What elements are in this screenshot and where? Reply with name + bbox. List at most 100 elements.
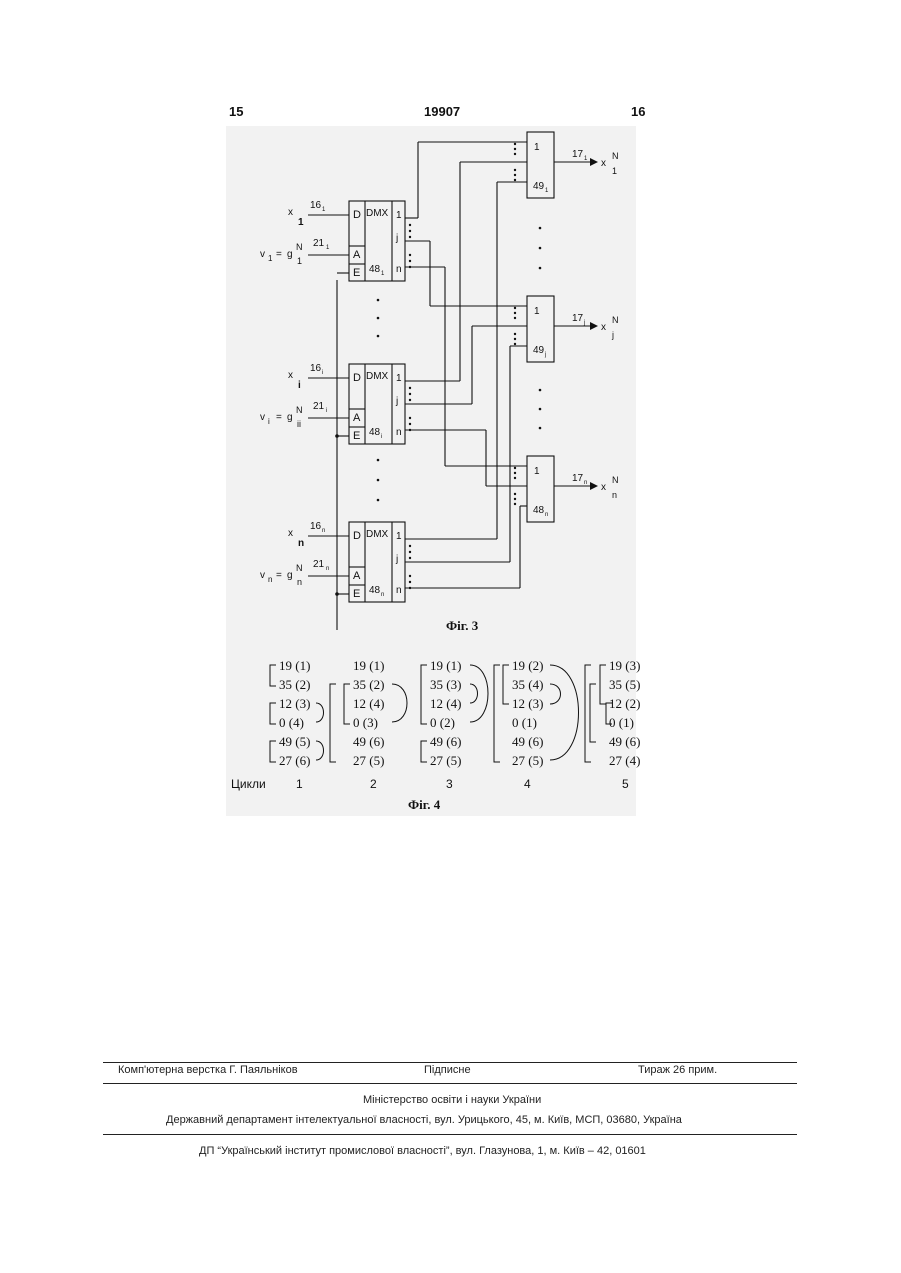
permutation-entry: 0 (1) bbox=[512, 715, 537, 730]
demux-out-j: j bbox=[395, 233, 398, 244]
input-v-subscript: 1 bbox=[268, 254, 273, 263]
cycle-number: 4 bbox=[524, 777, 531, 791]
pin-dot bbox=[409, 557, 411, 559]
demux-number-subscript: n bbox=[381, 592, 384, 598]
input-x-subscript: 1 bbox=[298, 217, 304, 228]
or-pin-dot bbox=[514, 312, 516, 314]
output-x-superscript: N bbox=[612, 151, 619, 161]
input-v-subscript: i bbox=[268, 417, 270, 426]
permutation-entry: 12 (3) bbox=[279, 696, 310, 711]
or-pin-dot bbox=[514, 503, 516, 505]
demux-number: 48 bbox=[369, 585, 381, 596]
permutation-entry: 19 (1) bbox=[353, 658, 384, 673]
footer-signed: Підписне bbox=[424, 1064, 471, 1076]
permutation-entry: 49 (6) bbox=[430, 734, 461, 749]
ref-17: 17 bbox=[572, 473, 584, 484]
ref-16: 16 bbox=[310, 521, 322, 532]
permutation-entry: 12 (2) bbox=[609, 696, 640, 711]
or-pin-dot bbox=[514, 148, 516, 150]
demux-number: 48 bbox=[369, 427, 381, 438]
input-x-label: x bbox=[288, 370, 293, 381]
ref-16: 16 bbox=[310, 200, 322, 211]
input-g-subscript: n bbox=[297, 577, 302, 587]
permutation-entry: 19 (1) bbox=[279, 658, 310, 673]
permutation-entry: 0 (4) bbox=[279, 715, 304, 730]
cycle-number: 1 bbox=[296, 777, 303, 791]
or-pin-dot bbox=[514, 143, 516, 145]
figure-4-caption: Фіг. 4 bbox=[408, 797, 441, 812]
or-pin-dot bbox=[514, 169, 516, 171]
permutation-entry: 35 (2) bbox=[279, 677, 310, 692]
footer-ministry: Міністерство освіти і науки України bbox=[363, 1094, 541, 1106]
ref-21: 21 bbox=[313, 401, 325, 412]
footer-typesetter: Комп'ютерна верстка Г. Паяльніков bbox=[118, 1064, 298, 1076]
ref-16: 16 bbox=[310, 363, 322, 374]
input-g-subscript: ii bbox=[297, 419, 301, 429]
or-pin-dot bbox=[514, 307, 516, 309]
pin-dot bbox=[409, 387, 411, 389]
permutation-entry: 35 (3) bbox=[430, 677, 461, 692]
or-pin-dot bbox=[514, 477, 516, 479]
output-x-superscript: N bbox=[612, 315, 619, 325]
demux-out-n: n bbox=[396, 427, 402, 438]
permutation-entry: 12 (4) bbox=[430, 696, 461, 711]
pin-dot bbox=[409, 393, 411, 395]
ellipsis-dot bbox=[377, 335, 380, 338]
input-v-label: v bbox=[260, 570, 265, 581]
output-x-subscript: 1 bbox=[612, 166, 617, 176]
input-x-subscript: n bbox=[298, 538, 304, 549]
or-pin-dot bbox=[514, 317, 516, 319]
demux-label: DMX bbox=[366, 529, 389, 540]
footer-rule-bottom bbox=[103, 1134, 797, 1135]
input-g-superscript: N bbox=[296, 563, 303, 573]
or-pin-dot bbox=[514, 467, 516, 469]
permutation-entry: 35 (2) bbox=[353, 677, 384, 692]
demux-out-1: 1 bbox=[396, 210, 402, 221]
output-x-subscript: n bbox=[612, 490, 617, 500]
demux-out-j: j bbox=[395, 554, 398, 565]
demux-pin-a: A bbox=[353, 570, 361, 582]
or-number: 48 bbox=[533, 505, 545, 516]
demux-pin-d: D bbox=[353, 209, 361, 221]
demux-pin-a: A bbox=[353, 412, 361, 424]
ref-21: 21 bbox=[313, 559, 325, 570]
input-v-subscript: n bbox=[268, 575, 272, 584]
output-x-subscript: j bbox=[611, 330, 614, 340]
footer-institute: ДП “Український інститут промислової вла… bbox=[199, 1145, 646, 1157]
permutation-entry: 12 (4) bbox=[353, 696, 384, 711]
permutation-entry: 27 (5) bbox=[512, 753, 543, 768]
pin-dot bbox=[409, 581, 411, 583]
permutation-entry: 27 (5) bbox=[430, 753, 461, 768]
permutation-entry: 27 (6) bbox=[279, 753, 310, 768]
ref-17-subscript: n bbox=[584, 480, 587, 486]
or-label: 1 bbox=[534, 142, 540, 153]
demux-pin-e: E bbox=[353, 267, 360, 279]
permutation-entry: 19 (1) bbox=[430, 658, 461, 673]
or-pin-dot bbox=[514, 498, 516, 500]
ref-16-subscript: n bbox=[322, 528, 325, 534]
demux-out-1: 1 bbox=[396, 373, 402, 384]
ref-16-subscript: i bbox=[322, 370, 323, 376]
ellipsis-dot bbox=[539, 389, 542, 392]
ellipsis-dot bbox=[539, 267, 542, 270]
or-number: 49 bbox=[533, 181, 545, 192]
pin-dot bbox=[409, 224, 411, 226]
input-g-superscript: N bbox=[296, 242, 303, 252]
or-pin-dot bbox=[514, 174, 516, 176]
pin-dot bbox=[409, 575, 411, 577]
footer-circulation: Тираж 26 прим. bbox=[638, 1064, 717, 1076]
ellipsis-dot bbox=[539, 247, 542, 250]
permutation-entry: 19 (3) bbox=[609, 658, 640, 673]
footer-department: Державний департамент інтелектуальної вл… bbox=[166, 1114, 682, 1126]
junction bbox=[335, 592, 339, 596]
output-x-label: x bbox=[601, 322, 606, 333]
pin-dot bbox=[409, 399, 411, 401]
pin-dot bbox=[409, 545, 411, 547]
input-g-label: g bbox=[287, 412, 293, 423]
or-number-subscript: n bbox=[545, 512, 548, 518]
or-pin-dot bbox=[514, 472, 516, 474]
input-g-label: g bbox=[287, 570, 293, 581]
or-pin-dot bbox=[514, 338, 516, 340]
ref-17: 17 bbox=[572, 149, 584, 160]
permutation-entry: 12 (3) bbox=[512, 696, 543, 711]
